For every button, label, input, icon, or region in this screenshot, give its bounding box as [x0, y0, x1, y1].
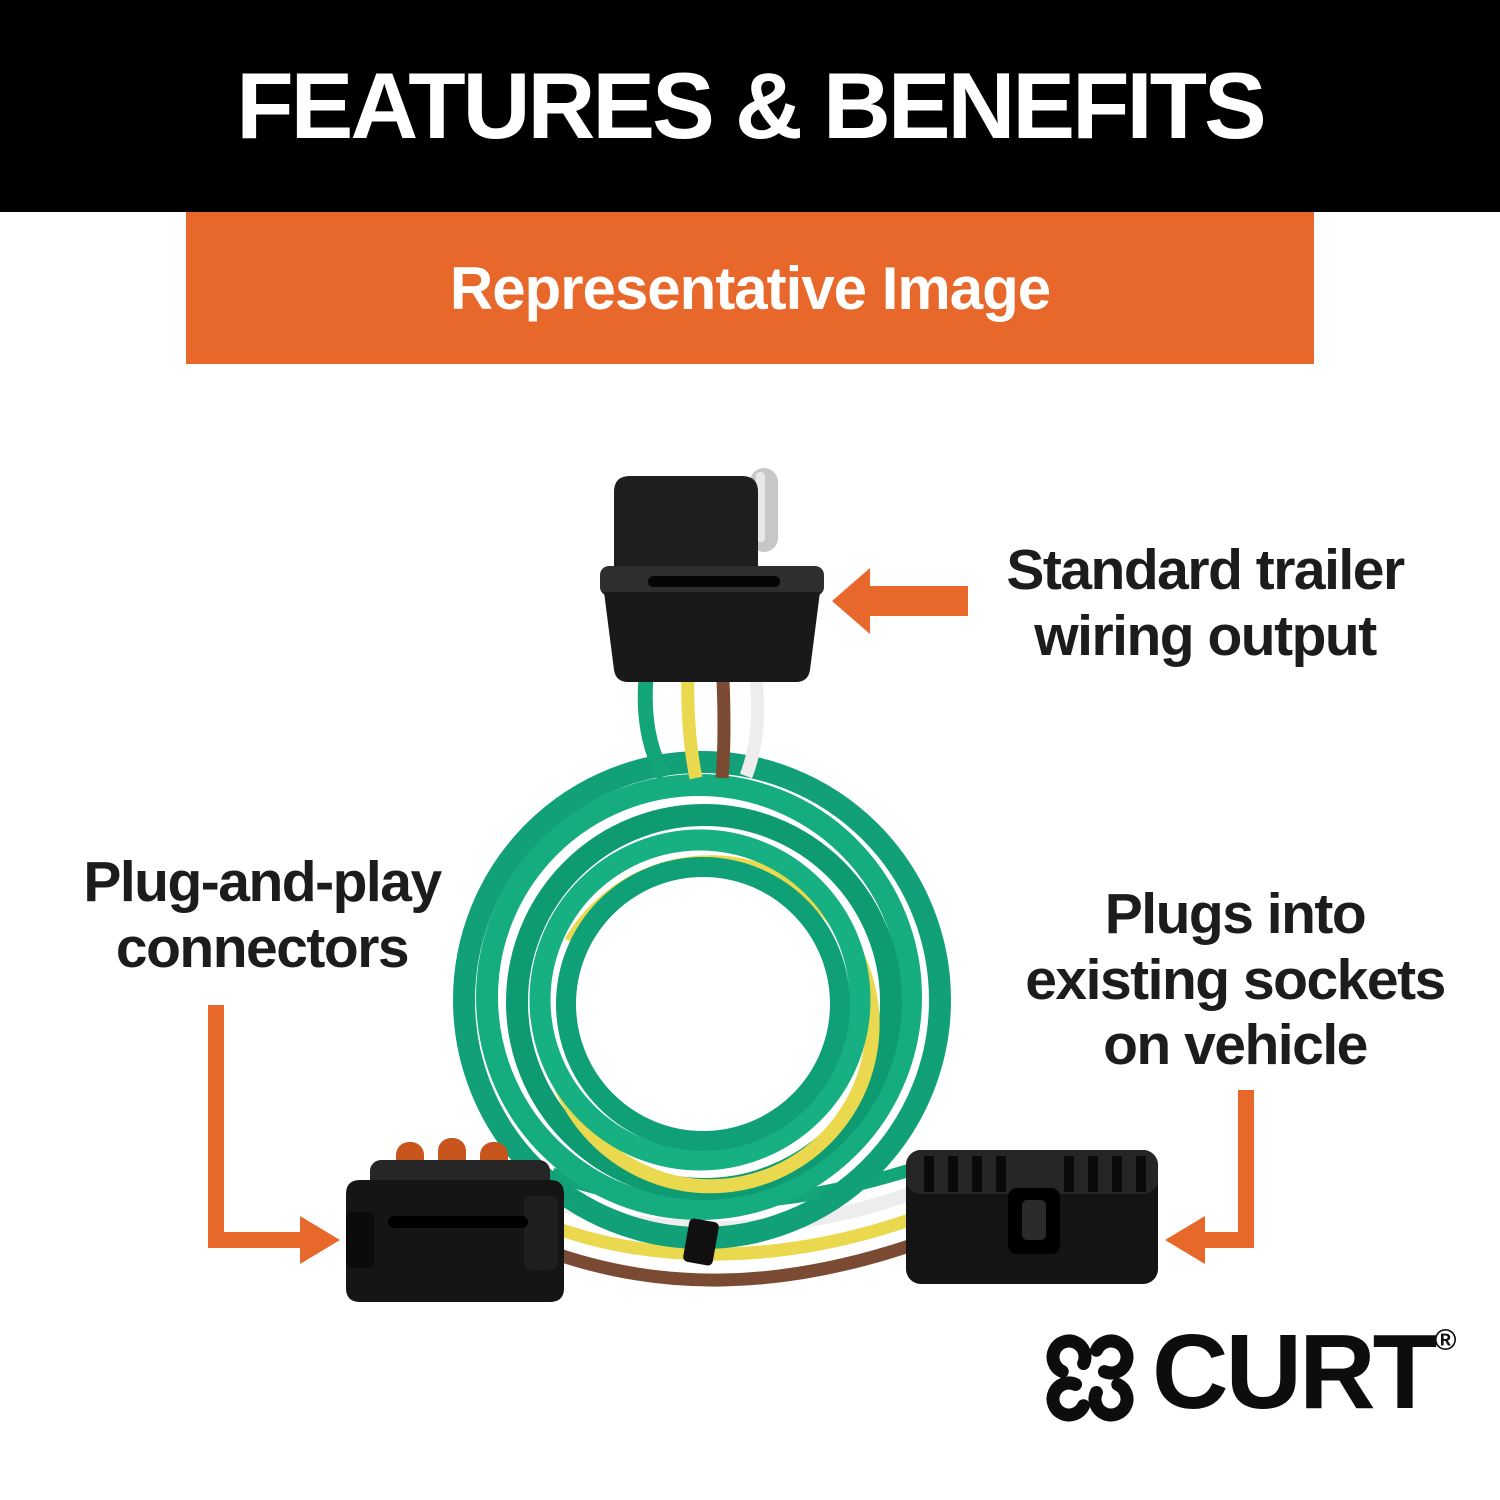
annotation-line: Plugs into [1104, 882, 1367, 946]
annotation-line: Standard trailer [1006, 538, 1405, 602]
registered-mark: ® [1434, 1324, 1457, 1357]
header-bar: FEATURES & BENEFITS [0, 0, 1500, 212]
curt-logo-icon [1046, 1334, 1134, 1422]
annotation-line: wiring output [1034, 603, 1377, 668]
arrow-plug-and-play-icon [208, 1005, 340, 1264]
annotation-standard-output: Standard trailer wiring output [975, 538, 1435, 669]
annotation-plugs-into: Plugs into existing sockets on vehicle [1010, 882, 1460, 1079]
annotation-line: connectors [115, 915, 410, 980]
annotation-line: existing sockets [1025, 947, 1446, 1012]
curt-logo: CURT® [1042, 1319, 1457, 1426]
annotation-arrows [208, 568, 1254, 1264]
annotation-plug-and-play: Plug-and-play connectors [52, 850, 472, 981]
banner-label: Representative Image [449, 254, 1051, 322]
brand-name: CURT [1152, 1313, 1437, 1431]
zip-tie [683, 1218, 719, 1266]
arrow-plugs-into-icon [1165, 1090, 1254, 1264]
page-title: FEATURES & BENEFITS [236, 53, 1267, 158]
arrow-standard-output-icon [832, 568, 968, 634]
plug-and-play-connector-left [346, 1138, 564, 1302]
wire-coil [453, 751, 951, 1249]
vehicle-socket-connector-right [906, 1150, 1158, 1284]
annotation-line: Plug-and-play [83, 850, 442, 914]
curt-logo-text: CURT® [1152, 1319, 1457, 1425]
annotation-line: on vehicle [1103, 1013, 1368, 1078]
trailer-plug-connector [600, 468, 824, 682]
representative-image-banner: Representative Image [186, 212, 1314, 364]
